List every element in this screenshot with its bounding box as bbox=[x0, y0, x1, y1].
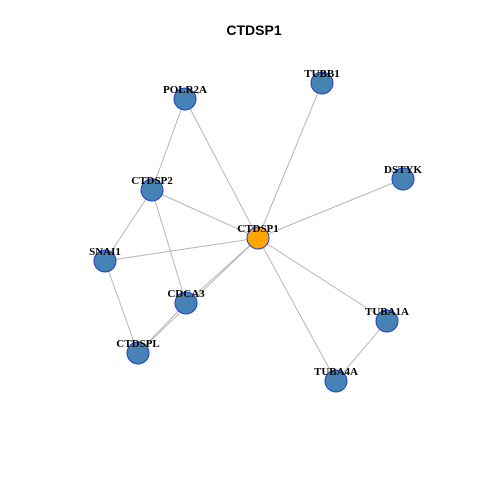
node-ctdsp2 bbox=[140, 178, 164, 202]
edges-layer bbox=[104, 82, 404, 382]
edge-ctdsp1-polr2a bbox=[184, 98, 259, 239]
node-label-dstyk: DSTYK bbox=[384, 164, 422, 176]
node-label-ctdspl: CTDSPL bbox=[116, 338, 159, 350]
edge-ctdsp1-ctdspl bbox=[137, 237, 259, 354]
node-label-cdca3: CDCA3 bbox=[167, 288, 205, 300]
node-ctdsp1 bbox=[246, 226, 270, 250]
node-tuba1a bbox=[375, 309, 399, 333]
edge-ctdsp1-ctdsp2 bbox=[151, 189, 259, 239]
edge-ctdsp1-tubb1 bbox=[257, 82, 323, 239]
node-label-ctdsp2: CTDSP2 bbox=[131, 175, 173, 187]
edge-ctdsp1-dstyk bbox=[257, 178, 404, 239]
node-ctdspl bbox=[126, 341, 150, 365]
edge-ctdsp1-snai1 bbox=[104, 237, 259, 262]
edge-ctdsp2-cdca3 bbox=[151, 189, 187, 304]
node-label-tubb1: TUBB1 bbox=[304, 68, 339, 80]
edge-cdca3-ctdspl bbox=[137, 302, 187, 354]
edge-snai1-ctdspl bbox=[104, 260, 139, 354]
edge-ctdsp1-tuba4a bbox=[257, 237, 337, 382]
node-label-tuba4a: TUBA4A bbox=[314, 366, 358, 378]
node-snai1 bbox=[93, 249, 117, 273]
edge-tuba1a-tuba4a bbox=[335, 320, 388, 382]
node-tubb1 bbox=[310, 71, 334, 95]
edge-ctdsp1-tuba1a bbox=[257, 237, 388, 322]
nodes-layer bbox=[93, 71, 415, 393]
node-label-ctdsp1: CTDSP1 bbox=[237, 223, 279, 235]
node-tuba4a bbox=[324, 369, 348, 393]
node-label-tuba1a: TUBA1A bbox=[365, 306, 409, 318]
node-label-polr2a: POLR2A bbox=[163, 84, 207, 96]
node-cdca3 bbox=[174, 291, 198, 315]
edge-ctdsp2-snai1 bbox=[104, 189, 153, 262]
node-dstyk bbox=[391, 167, 415, 191]
node-label-snai1: SNAI1 bbox=[89, 246, 121, 258]
node-polr2a bbox=[173, 87, 197, 111]
graph-title: CTDSP1 bbox=[226, 22, 281, 38]
edge-polr2a-ctdsp2 bbox=[151, 98, 186, 191]
